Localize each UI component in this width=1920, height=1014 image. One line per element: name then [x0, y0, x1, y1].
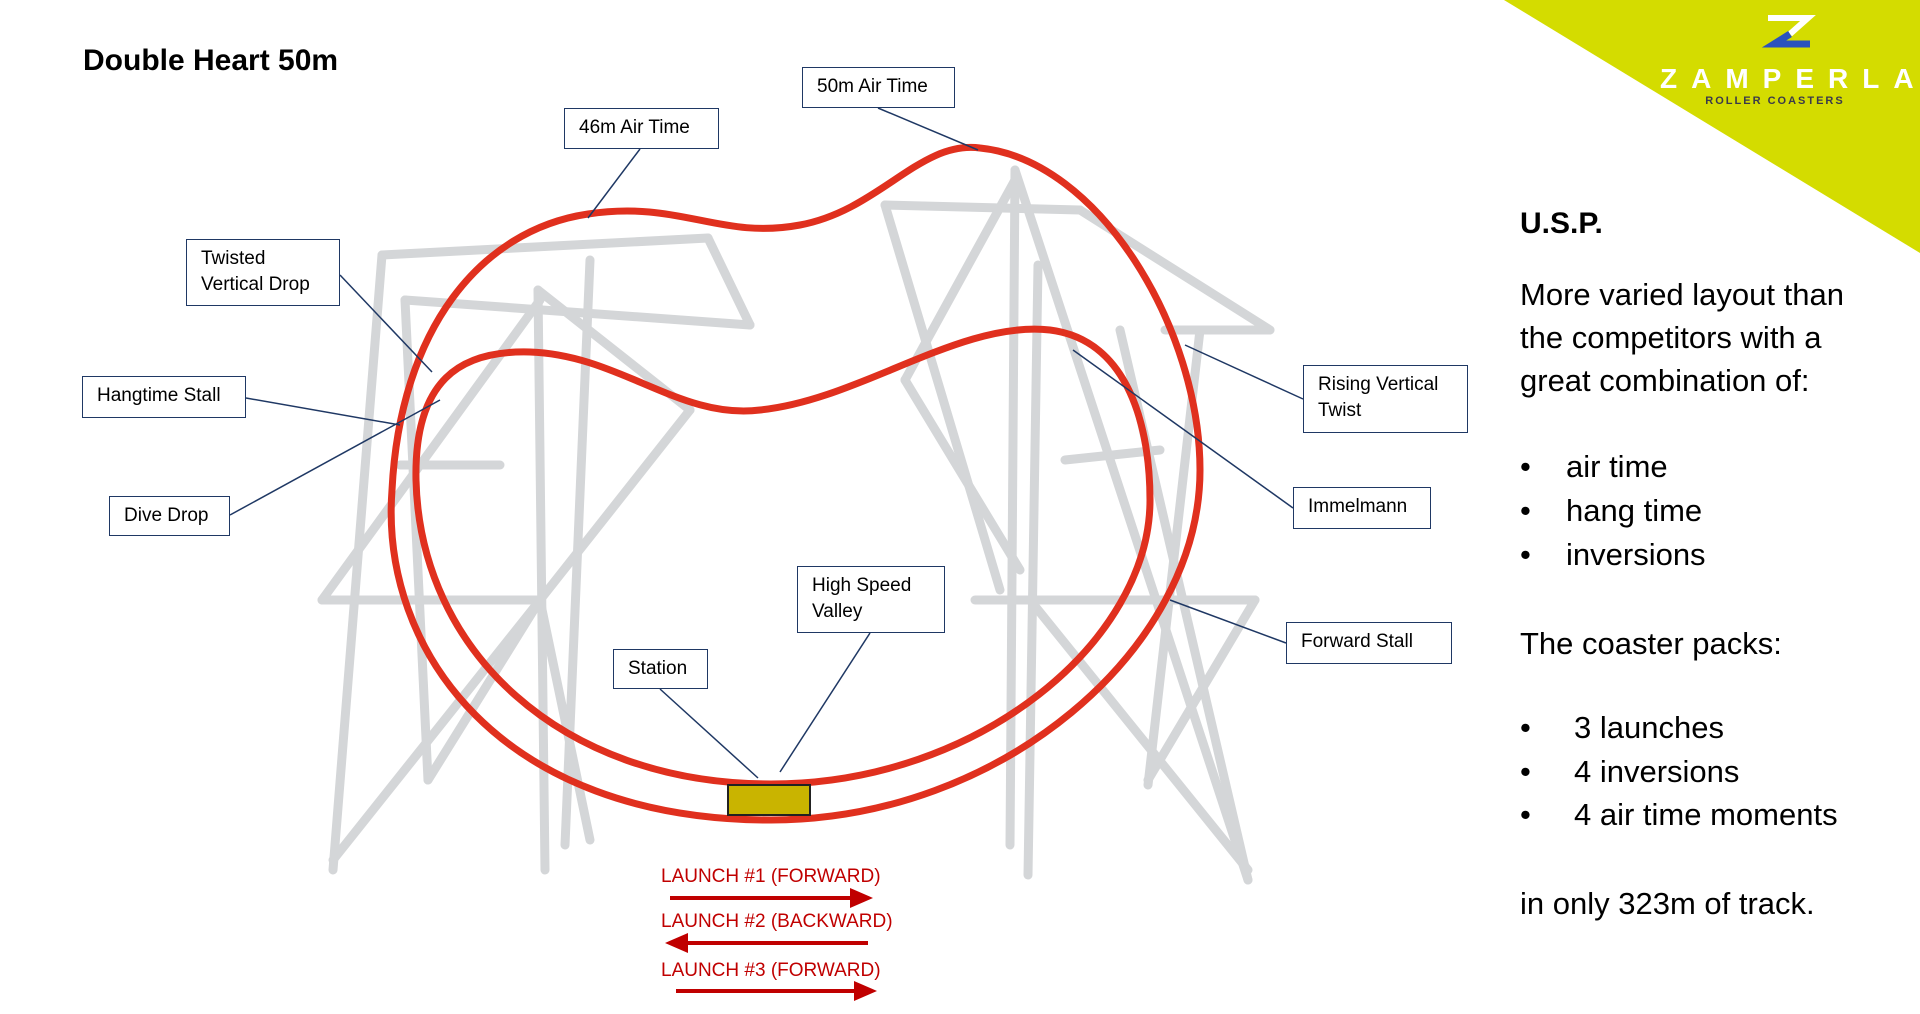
closing-text: in only 323m of track. [1520, 886, 1815, 921]
feature-text: hang time [1566, 493, 1703, 528]
usp-intro-line: More varied layout than [1520, 277, 1844, 312]
callout-forward-stall: Forward Stall [1286, 622, 1452, 664]
launch-2-label: LAUNCH #2 (BACKWARD) [661, 911, 893, 932]
feature-text: air time [1566, 449, 1668, 484]
pack-text: 4 inversions [1574, 754, 1740, 789]
track [387, 143, 1204, 824]
feature-item: • air time [1520, 449, 1668, 485]
callout-text: Forward Stall [1301, 631, 1413, 652]
callout-text: 46m Air Time [579, 117, 690, 138]
callout-station: Station [613, 649, 708, 689]
bullet-icon: • [1520, 754, 1531, 789]
callout-text: Dive Drop [124, 505, 209, 526]
brand-banner [1504, 0, 1920, 253]
feature-item: • hang time [1520, 493, 1702, 529]
brand-tagline: ROLLER COASTERS [1705, 95, 1845, 107]
launch-1-label: LAUNCH #1 (FORWARD) [661, 866, 881, 887]
callout-hangtime-stall: Hangtime Stall [82, 376, 246, 418]
callout-text: Vertical Drop [201, 274, 310, 295]
page-title: Double Heart 50m [83, 44, 339, 77]
callout-immelmann: Immelmann [1293, 487, 1431, 529]
callout-46m-air-time: 46m Air Time [564, 108, 719, 149]
callout-text: Hangtime Stall [97, 385, 221, 406]
brand-name: ZAMPERLA [1660, 63, 1920, 94]
callout-pointers [229, 107, 1304, 779]
bullet-icon: • [1520, 797, 1531, 832]
bullet-icon: • [1520, 493, 1531, 528]
callout-text: Rising Vertical [1318, 374, 1439, 395]
bullet-icon: • [1520, 449, 1531, 484]
callout-text: 50m Air Time [817, 76, 928, 97]
callout-text: Twist [1318, 400, 1362, 421]
usp-intro-line: great combination of: [1520, 363, 1810, 398]
callout-text: Twisted [201, 248, 266, 269]
zamperla-z-icon [1761, 15, 1816, 48]
usp-heading: U.S.P. [1520, 207, 1603, 240]
pack-item: • 4 air time moments [1520, 797, 1838, 833]
usp-intro-line: the competitors with a [1520, 320, 1822, 355]
feature-text: inversions [1566, 537, 1706, 572]
callout-text: Valley [812, 601, 863, 622]
callout-text: Station [628, 658, 688, 679]
support-structure [317, 165, 1275, 885]
pack-text: 3 launches [1574, 710, 1724, 745]
bullet-icon: • [1520, 537, 1531, 572]
feature-item: • inversions [1520, 537, 1706, 573]
pack-item: • 3 launches [1520, 710, 1724, 746]
pack-item: • 4 inversions [1520, 754, 1739, 790]
launch-3-label: LAUNCH #3 (FORWARD) [661, 960, 881, 981]
pack-text: 4 air time moments [1574, 797, 1838, 832]
bullet-icon: • [1520, 710, 1531, 745]
zamperla-logo: ZAMPERLA ROLLER COASTERS [1660, 14, 1920, 107]
callout-50m-air-time: 50m Air Time [802, 67, 955, 108]
coaster-train [727, 784, 811, 816]
callout-text: Immelmann [1308, 496, 1408, 517]
launch-arrows [665, 887, 877, 1002]
packs-heading: The coaster packs: [1520, 626, 1782, 661]
usp-intro: More varied layout than the competitors … [1520, 273, 1844, 402]
callout-dive-drop: Dive Drop [109, 496, 230, 536]
callout-text: High Speed [812, 575, 912, 596]
